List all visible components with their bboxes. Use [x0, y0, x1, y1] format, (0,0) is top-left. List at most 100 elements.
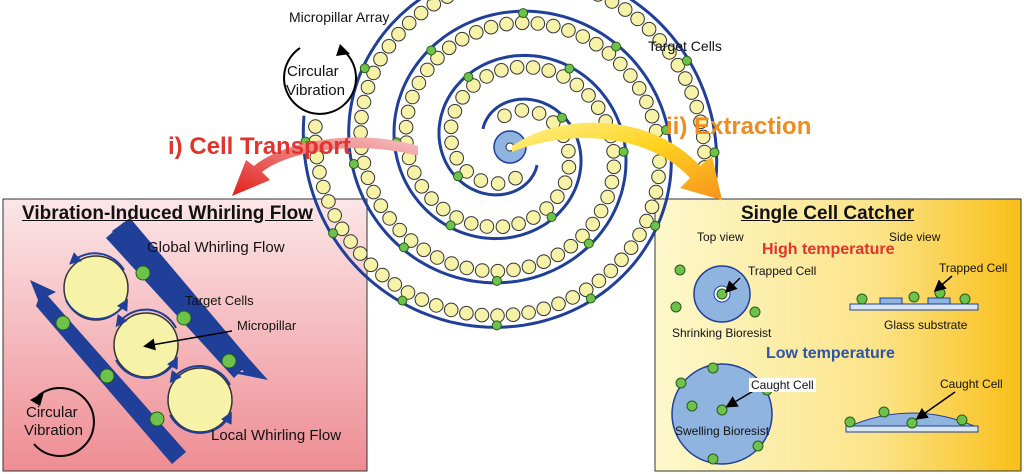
trapped-cell-side-label: Trapped Cell: [939, 261, 1008, 275]
micropillar: [387, 277, 403, 292]
caught-cell-side-label: Caught Cell: [940, 377, 1003, 391]
micropillar: [509, 60, 525, 75]
target-cell: [359, 63, 370, 74]
target-cell: [618, 146, 629, 157]
micropillar: [401, 15, 417, 31]
micropillar: [356, 155, 372, 171]
target-cell: [557, 112, 567, 123]
caught-cell-top-label: Caught Cell: [749, 378, 816, 392]
micropillar: [530, 16, 546, 31]
micropillar: [366, 65, 381, 81]
extraction-arrow: [512, 122, 722, 200]
micropillar: [514, 103, 530, 118]
cell-transport-label: i) Cell Transport: [168, 133, 351, 160]
micropillar: [601, 46, 617, 61]
micropillar: [561, 143, 576, 159]
shrinking-bioresist-label: Shrinking Bioresist: [672, 326, 772, 340]
micropillar: [449, 150, 465, 166]
target-cell: [453, 171, 463, 182]
micropillar: [413, 5, 429, 21]
micropillar: [392, 222, 408, 238]
target-cell: [426, 45, 437, 56]
target-cell: [491, 320, 502, 331]
micropillar: [678, 71, 693, 86]
micropillar: [414, 292, 430, 307]
micropillar: [490, 263, 506, 279]
target-cell: [463, 72, 474, 82]
target-cell: [585, 293, 596, 304]
global-flow-label: Global Whirling Flow: [147, 239, 285, 256]
micropillar: [614, 252, 629, 268]
micropillar: [521, 259, 537, 275]
micropillar: [424, 191, 439, 206]
swelling-bioresist-label: Swelling Bioresist: [675, 424, 770, 438]
micropillar: [420, 62, 435, 78]
micropillar: [363, 257, 379, 273]
micropillar: [440, 0, 454, 4]
micropillar: [414, 179, 430, 194]
micropillar: [360, 79, 376, 95]
target-cell: [398, 242, 409, 253]
micropillar: [575, 228, 590, 244]
micropillar: [689, 99, 705, 115]
micropillar: [536, 254, 552, 270]
target-cell: [546, 212, 557, 222]
micropillar: [600, 189, 615, 205]
target-cell: [583, 238, 594, 249]
micropillar: [405, 89, 420, 105]
micropillar: [632, 227, 647, 243]
micropillar: [479, 219, 495, 234]
micropillar: [591, 273, 607, 289]
micropillar: [382, 211, 397, 226]
micropillar: [617, 2, 633, 17]
micropillar: [411, 75, 427, 91]
circular-vibration-left-line1: Circular: [26, 404, 78, 421]
micropillar: [459, 305, 474, 321]
micropillar: [416, 242, 432, 258]
micropillar: [435, 201, 451, 217]
micropillar: [356, 94, 372, 110]
micropillar: [561, 159, 577, 175]
target-cell: [611, 41, 622, 52]
micropillar: [312, 164, 327, 180]
micropillar: [511, 216, 526, 231]
right-panel-art: [670, 264, 979, 465]
micropillar: [455, 90, 470, 105]
target-cell: [328, 228, 339, 239]
micropillar: [443, 302, 459, 318]
micropillar: [589, 36, 604, 52]
micropillar: [557, 175, 573, 190]
micropillar: [531, 106, 547, 121]
cell-transport-arrow: [232, 137, 418, 196]
micropillar: [375, 267, 390, 283]
micropillar: [373, 51, 388, 67]
micropillar: [541, 63, 557, 78]
target-cell: [445, 220, 456, 231]
micropillar: [466, 78, 481, 93]
micropillar: [429, 250, 445, 265]
micropillar: [550, 189, 565, 204]
target-cell: [518, 8, 529, 19]
micropillar: [623, 240, 639, 255]
micropillar-array-label: Micropillar Array: [289, 9, 390, 25]
micropillar: [474, 263, 490, 278]
micropillar: [623, 68, 638, 83]
micropillar: [551, 296, 566, 312]
target-cell: [661, 125, 672, 135]
low-temperature-label: Low temperature: [766, 345, 895, 362]
micropillar: [429, 298, 444, 313]
micropillar: [426, 0, 442, 12]
micropillar: [585, 216, 601, 232]
micropillar: [479, 69, 494, 84]
micropillar: [443, 119, 459, 135]
micropillar: [495, 219, 511, 234]
micropillar: [593, 203, 609, 219]
micropillar: [454, 31, 470, 47]
micropillar: [581, 88, 596, 103]
micropillar: [693, 114, 708, 130]
left-panel-title: Vibration-Induced Whirling Flow: [22, 203, 313, 224]
micropillar: [391, 26, 406, 42]
micropillar: [400, 104, 416, 120]
trapped-cell-top-label: Trapped Cell: [748, 264, 817, 278]
